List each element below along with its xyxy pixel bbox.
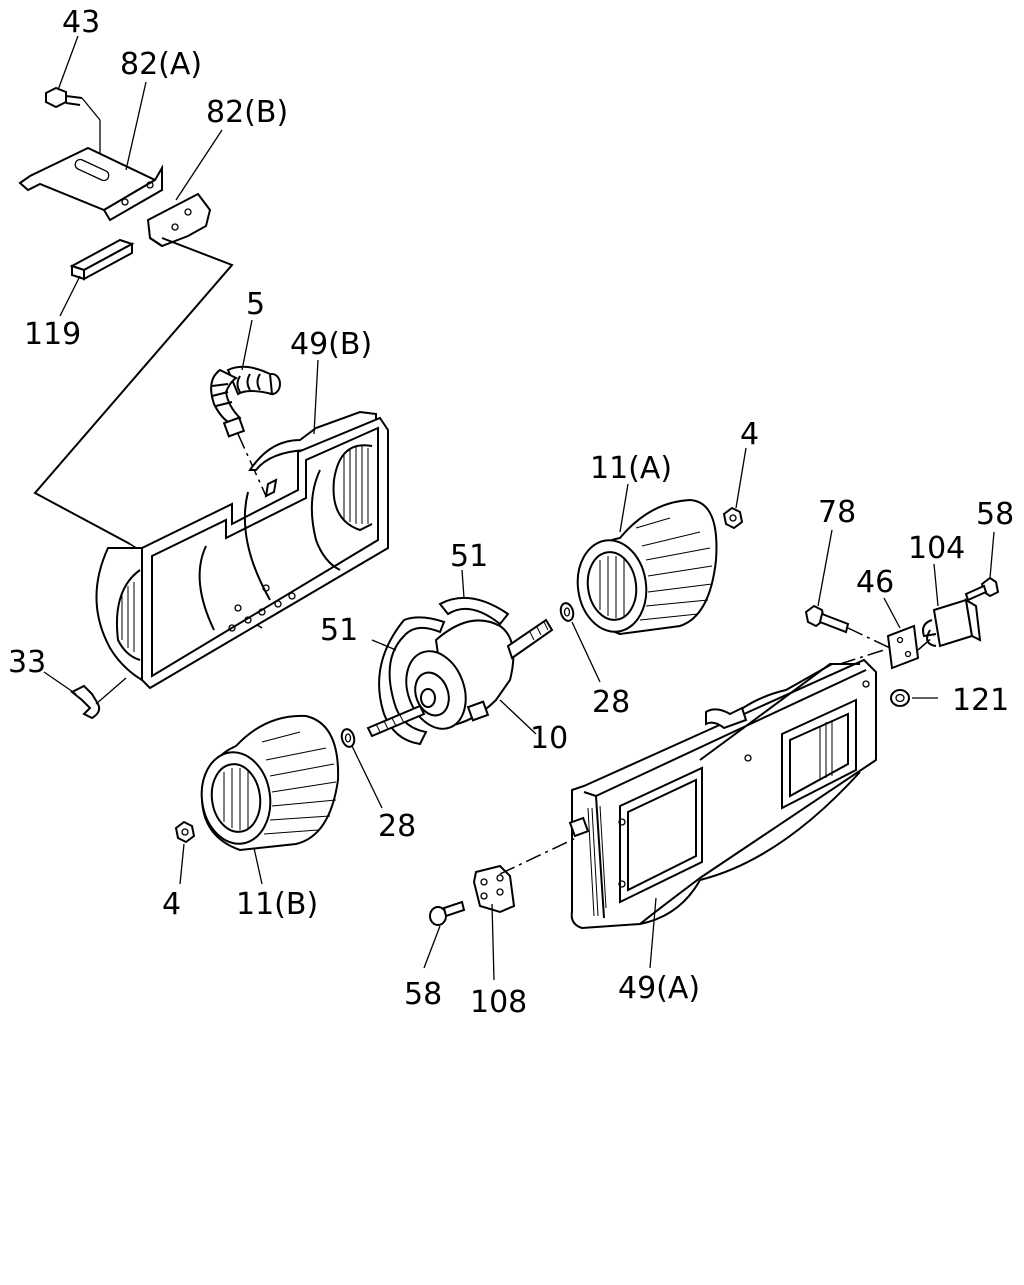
- callout-108: 108: [470, 985, 527, 1020]
- connector-5: [210, 365, 281, 497]
- motor-10: [366, 618, 554, 738]
- screw-58-left: [429, 900, 466, 926]
- callout-4-right: 4: [740, 417, 759, 452]
- callout-51-left: 51: [320, 613, 358, 648]
- housing-49b: [95, 410, 389, 690]
- callout-49a: 49(A): [618, 971, 700, 1006]
- housing-49a: [568, 649, 885, 930]
- clip-33: [70, 677, 127, 720]
- guide-line-82b: [33, 237, 234, 545]
- callout-58-left: 58: [404, 977, 442, 1012]
- screw-78: [804, 604, 891, 649]
- callout-5: 5: [246, 287, 265, 322]
- nut-4-right: [722, 506, 744, 530]
- leader-lines: [43, 35, 995, 981]
- callout-121: 121: [952, 683, 1009, 718]
- callout-58-right: 58: [976, 497, 1014, 532]
- fan-wheel-11b: [200, 714, 340, 852]
- bracket-82a: [18, 146, 163, 222]
- washer-28-right: [559, 602, 575, 622]
- callout-28-left: 28: [378, 809, 416, 844]
- callout-33: 33: [8, 645, 46, 680]
- callout-82a: 82(A): [120, 47, 202, 82]
- callout-labels: 43 82(A) 82(B) 119 5 49(B) 33 51 51 10 2…: [8, 5, 1014, 1020]
- resistor-104: [917, 598, 982, 651]
- callout-4-left: 4: [162, 887, 181, 922]
- callout-10: 10: [530, 721, 568, 756]
- callout-78: 78: [818, 495, 856, 530]
- callout-43: 43: [62, 5, 100, 40]
- callout-82b: 82(B): [206, 95, 288, 130]
- nut-4-left: [174, 820, 196, 844]
- plate-108: [472, 837, 577, 914]
- washer-28-left: [340, 728, 356, 748]
- pad-51-top: [438, 597, 510, 626]
- callout-104: 104: [908, 531, 965, 566]
- fan-wheel-11a: [576, 498, 718, 636]
- callout-46: 46: [856, 565, 894, 600]
- grommet-121: [890, 689, 910, 707]
- pad-51-left: [378, 616, 446, 746]
- callout-119: 119: [24, 317, 81, 352]
- gasket-46: [886, 624, 920, 670]
- callout-11b: 11(B): [236, 887, 318, 922]
- callout-11a: 11(A): [590, 451, 672, 486]
- screw-58-right: [964, 576, 1000, 602]
- foam-strip-119: [69, 238, 135, 281]
- callout-49b: 49(B): [290, 327, 372, 362]
- callout-51-top: 51: [450, 539, 488, 574]
- callout-28-right: 28: [592, 685, 630, 720]
- plate-82b: [146, 192, 212, 248]
